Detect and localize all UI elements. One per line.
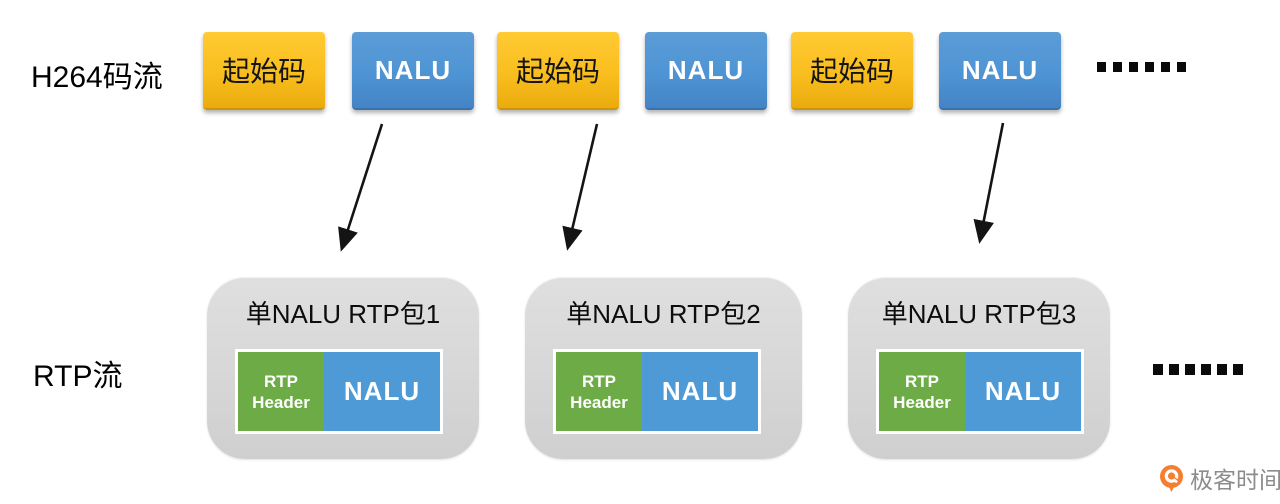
rtp-stream-label: RTP流 — [33, 360, 123, 393]
nalu-payload-box: NALU — [642, 352, 758, 431]
rtp-packet-structure: RTP Header NALU — [553, 349, 761, 434]
ellipsis-icon-top — [1097, 62, 1186, 72]
rtp-packet-structure: RTP Header NALU — [876, 349, 1084, 434]
nalu-label: NALU — [667, 54, 745, 85]
rtp-packet-title: 单NALU RTP包1 — [245, 299, 441, 329]
rtp-header-box: RTP Header — [238, 352, 324, 431]
nalu-label: NALU — [374, 54, 452, 85]
arrow-nalu1-to-packet1 — [338, 123, 384, 252]
start-code-label: 起始码 — [809, 56, 894, 87]
h264-stream-label: H264码流 — [31, 61, 163, 94]
rtp-header-line1: RTP — [905, 371, 939, 391]
geektime-watermark: 极客时间 — [1158, 461, 1280, 495]
nalu-box-2: NALU — [645, 32, 767, 110]
nalu-payload-box: NALU — [324, 352, 440, 431]
rtp-packet-title: 单NALU RTP包3 — [881, 299, 1077, 329]
nalu-label: NALU — [961, 54, 1039, 85]
rtp-packet-card-3: 单NALU RTP包3 RTP Header NALU — [848, 277, 1110, 459]
nalu-box-1: NALU — [352, 32, 474, 110]
rtp-header-line1: RTP — [582, 371, 616, 391]
geektime-logo-icon — [1160, 464, 1183, 492]
nalu-payload-label: NALU — [661, 376, 739, 406]
rtp-packet-structure: RTP Header NALU — [235, 349, 443, 434]
rtp-header-line2: Header — [252, 392, 310, 412]
rtp-header-line1: RTP — [264, 371, 298, 391]
start-code-box-3: 起始码 — [791, 32, 913, 110]
arrow-nalu2-to-packet2 — [562, 123, 599, 251]
arrow-nalu3-to-packet3 — [973, 122, 1005, 244]
ellipsis-icon-bottom — [1153, 364, 1243, 375]
start-code-box-2: 起始码 — [497, 32, 619, 110]
rtp-packet-card-2: 单NALU RTP包2 RTP Header NALU — [525, 277, 802, 459]
rtp-header-box: RTP Header — [879, 352, 965, 431]
start-code-box-1: 起始码 — [203, 32, 325, 110]
rtp-packet-title: 单NALU RTP包2 — [566, 299, 761, 329]
nalu-box-3: NALU — [939, 32, 1061, 110]
geektime-logo-text: 极客时间 — [1190, 467, 1280, 493]
rtp-packet-card-1: 单NALU RTP包1 RTP Header NALU — [207, 277, 479, 459]
nalu-payload-label: NALU — [343, 376, 421, 406]
nalu-payload-label: NALU — [984, 376, 1062, 406]
rtp-header-box: RTP Header — [556, 352, 642, 431]
start-code-label: 起始码 — [515, 56, 600, 87]
rtp-header-line2: Header — [893, 392, 951, 412]
nalu-payload-box: NALU — [965, 352, 1081, 431]
rtp-header-line2: Header — [570, 392, 628, 412]
start-code-label: 起始码 — [221, 56, 306, 87]
